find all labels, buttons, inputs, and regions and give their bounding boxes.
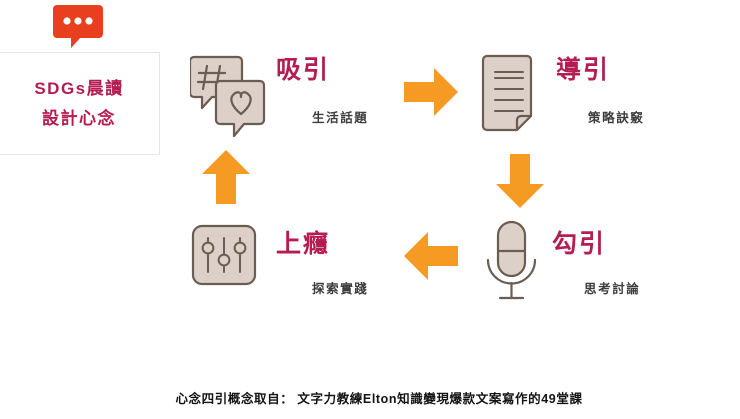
- node-heading-hook: 勾引: [552, 230, 607, 258]
- arrow-left-icon: [402, 228, 460, 284]
- sliders-icon: [190, 218, 262, 295]
- title-card-line-2: 設計心念: [42, 108, 116, 128]
- document-page-icon: [478, 52, 544, 145]
- node-sublabel-hook: 思考討論: [584, 282, 641, 296]
- diagram-node-hook: 勾引 思考討論: [478, 218, 688, 310]
- node-heading-guide: 導引: [556, 56, 611, 84]
- node-heading-attract: 吸引: [276, 56, 331, 84]
- microphone-icon: [478, 218, 544, 311]
- arrow-right-icon: [402, 64, 460, 120]
- title-card-line-1: SDGs晨讀: [34, 78, 124, 98]
- speech-bubbles-hashtag-heart-icon: [188, 52, 268, 147]
- node-sublabel-addict: 探索實踐: [312, 282, 369, 296]
- arrow-up-icon: [198, 148, 254, 206]
- arrow-down-icon: [492, 152, 548, 210]
- source-caption: 心念四引概念取自： 文字力教練Elton知識變現爆款文案寫作的49堂課: [175, 392, 583, 406]
- node-heading-addict: 上癮: [276, 230, 331, 258]
- diagram-node-attract: 吸引 生活話題: [188, 52, 400, 147]
- diagram-node-addict: 上癮 探索實踐: [190, 218, 400, 310]
- diagram-node-guide: 導引 策略訣竅: [478, 52, 688, 144]
- node-sublabel-guide: 策略訣竅: [588, 111, 645, 125]
- speech-bubble-icon: [52, 4, 104, 49]
- node-sublabel-attract: 生活話題: [312, 111, 369, 125]
- title-card: SDGs晨讀 設計心念: [0, 52, 160, 155]
